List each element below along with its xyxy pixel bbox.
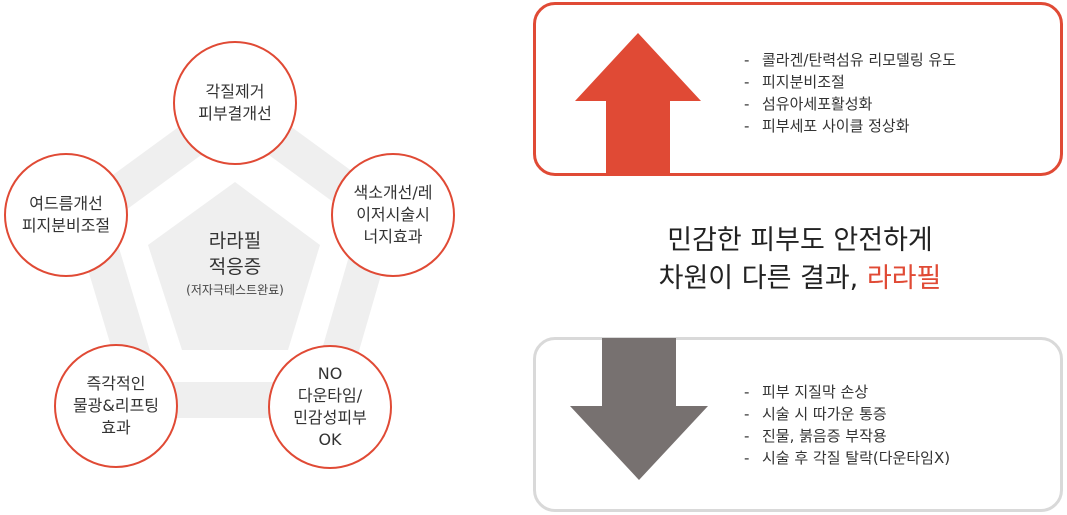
slogan: 민감한 피부도 안전하게 차원이 다른 결과, 라라필 [560, 222, 1040, 298]
arrow-down-icon [570, 338, 708, 480]
node-label: 즉각적인 [86, 374, 146, 393]
node-label: NO [317, 364, 343, 383]
arrow-up-icon [575, 33, 701, 173]
node-label: OK [318, 430, 342, 449]
list-item: -시술 후 각질 탈락(다운타임X) [744, 449, 951, 467]
pentagon-center [148, 182, 320, 350]
node-pigment: 색소개선/레 이저시술시 너지효과 [331, 153, 455, 277]
node-label: 각질제거 [205, 82, 265, 101]
list-item: -섬유아세포활성화 [744, 95, 873, 113]
center-subtitle: (저자극테스트완료) [186, 283, 284, 297]
node-label: 물광&리프팅 [72, 396, 160, 415]
benefits-list: -콜라겐/탄력섬유 리모델링 유도 -피지분비조절 -섬유아세포활성화 -피부세… [744, 49, 956, 137]
node-label: 피부결개선 [198, 104, 272, 123]
list-item: -콜라겐/탄력섬유 리모델링 유도 [744, 51, 956, 69]
node-acne: 여드름개선 피지분비조절 [4, 153, 128, 277]
node-label: 다운타임/ [297, 386, 363, 405]
center-title: 적응증 [208, 256, 262, 278]
drawbacks-box: -피부 지질막 손상 -시술 시 따가운 통증 -진물, 붉음증 부작용 -시술… [533, 337, 1063, 512]
list-item: -시술 시 따가운 통증 [744, 405, 887, 423]
node-label: 이저시술시 [356, 205, 430, 224]
drawbacks-list: -피부 지질막 손상 -시술 시 따가운 통증 -진물, 붉음증 부작용 -시술… [744, 381, 950, 469]
node-label: 색소개선/레 [353, 183, 433, 202]
center-title: 라라필 [208, 230, 262, 252]
node-downtime: NO 다운타임/ 민감성피부 OK [268, 345, 392, 469]
brand-name: 라라필 [866, 263, 942, 294]
node-label: 너지효과 [363, 227, 423, 246]
list-item: -피부세포 사이클 정상화 [744, 117, 910, 135]
node-label: 효과 [101, 418, 131, 437]
slogan-line-1: 민감한 피부도 안전하게 [667, 225, 933, 256]
center-label: 라라필 적응증 (저자극테스트완료) [160, 228, 310, 300]
list-item: -피지분비조절 [744, 73, 845, 91]
node-label: 여드름개선 [29, 194, 103, 213]
list-item: -진물, 붉음증 부작용 [744, 427, 887, 445]
benefits-box: -콜라겐/탄력섬유 리모델링 유도 -피지분비조절 -섬유아세포활성화 -피부세… [533, 2, 1063, 176]
node-label: 민감성피부 [293, 408, 367, 427]
indications-diagram: 각질제거 피부결개선 색소개선/레 이저시술시 너지효과 NO 다운타임/ 민감… [0, 0, 520, 515]
node-exfoliation: 각질제거 피부결개선 [173, 41, 297, 165]
node-label: 피지분비조절 [21, 216, 111, 235]
list-item: -피부 지질막 손상 [744, 383, 869, 401]
node-lifting: 즉각적인 물광&리프팅 효과 [54, 344, 178, 468]
slogan-line-2: 차원이 다른 결과, 라라필 [658, 263, 942, 294]
